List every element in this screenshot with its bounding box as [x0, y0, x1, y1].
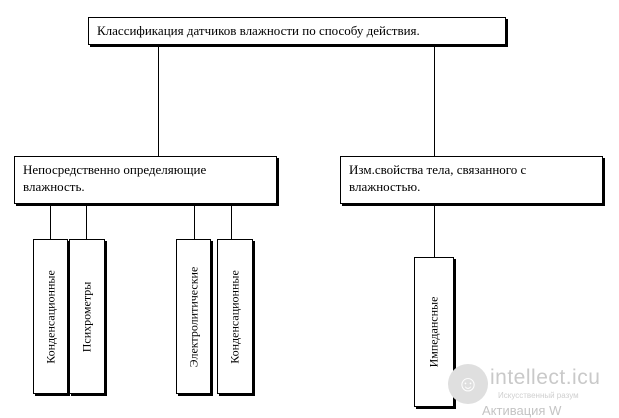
brain-icon: ☺	[456, 371, 480, 396]
leaf-box-condensation-1: Конденсационные	[33, 239, 68, 394]
watermark: ☺ intellect.icu Искусственный разум Акти…	[442, 362, 619, 418]
connector-root-left	[158, 47, 159, 157]
root-box: Классификация датчиков влажности по спос…	[88, 17, 506, 45]
watermark-logo: ☺	[448, 364, 488, 404]
watermark-brand: intellect.icu	[490, 366, 601, 389]
branch-box-direct: Непосредственно определяющие влажность.	[14, 156, 277, 204]
branch-direct-line-2: влажность.	[23, 179, 85, 194]
leaf-label-condensation-1: Конденсационные	[43, 269, 57, 364]
connector-leaf-condensation-2	[231, 206, 232, 239]
leaf-box-impedance: Импедансные	[414, 257, 454, 407]
connector-leaf-impedance	[434, 206, 435, 257]
branch-indirect-line-1: Изм.свойства тела, связанного с	[349, 162, 527, 177]
branch-indirect-line-2: влажностью.	[349, 179, 421, 194]
watermark-tagline: Искусственный разум	[498, 391, 579, 400]
leaf-label-psychrometers: Психрометры	[79, 281, 94, 352]
connector-leaf-electrolytic	[194, 206, 195, 239]
leaf-box-psychrometers: Психрометры	[69, 239, 105, 394]
branch-direct-line-1: Непосредственно определяющие	[23, 162, 207, 177]
connector-root-right	[434, 47, 435, 157]
connector-leaf-psychrometers	[86, 206, 87, 239]
leaf-box-electrolytic: Электролитические	[176, 239, 211, 394]
leaf-box-condensation-2: Конденсационные	[217, 239, 253, 394]
leaf-label-impedance: Импедансные	[426, 296, 441, 368]
connector-leaf-condensation-1	[50, 206, 51, 239]
leaf-label-electrolytic: Электролитические	[186, 266, 200, 367]
leaf-label-condensation-2: Конденсационные	[227, 269, 242, 364]
root-label: Классификация датчиков влажности по спос…	[97, 23, 420, 38]
branch-box-indirect: Изм.свойства тела, связанного с влажност…	[340, 156, 603, 204]
windows-activation-notice: Активация W	[482, 403, 562, 418]
